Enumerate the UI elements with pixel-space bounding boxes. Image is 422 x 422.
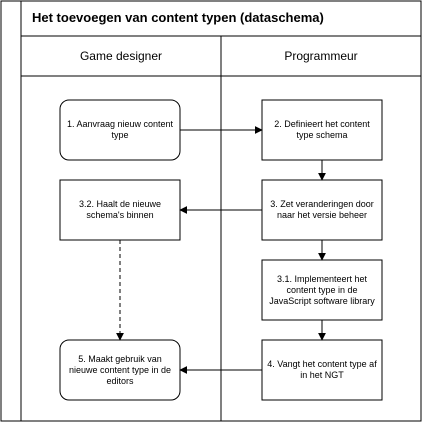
node-3-1-label: 3.1. Implementeert het content type in d… — [269, 273, 375, 306]
node-2-shape — [261, 99, 383, 161]
node-3-shape — [261, 179, 383, 241]
node-4-label: 4. Vangt het content type af in het NGT — [267, 359, 377, 380]
node-5-label: 5. Maakt gebruik van nieuwe content type… — [68, 353, 172, 386]
lane-header-game-designer: Game designer — [79, 49, 163, 63]
diagram-title: Het toevoegen van content typen (datasch… — [32, 10, 324, 25]
lane-header-programmeur: Programmeur — [284, 49, 358, 63]
node-3-label: 3. Zet veranderingen door naar het versi… — [270, 199, 374, 220]
node-3-2-label: 3.2. Haalt de nieuwe schema's binnen — [78, 199, 162, 220]
node-4-shape — [261, 339, 383, 401]
node-2-label: 2. Definieert het content type schema — [274, 119, 370, 140]
node-3-2-shape — [59, 179, 181, 241]
node-3-1-shape — [261, 259, 383, 321]
node-1-label: 1. Aanvraag nieuw content type — [66, 119, 174, 140]
